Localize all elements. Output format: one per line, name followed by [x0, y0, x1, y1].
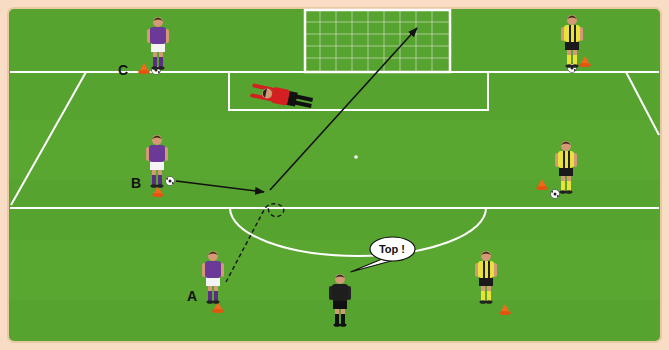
bubble-text: Top !: [369, 243, 416, 255]
player-letter: B: [131, 176, 141, 190]
player-letter: A: [187, 289, 197, 303]
player-letter: C: [118, 63, 128, 77]
speech-bubble: Top !: [369, 236, 416, 262]
